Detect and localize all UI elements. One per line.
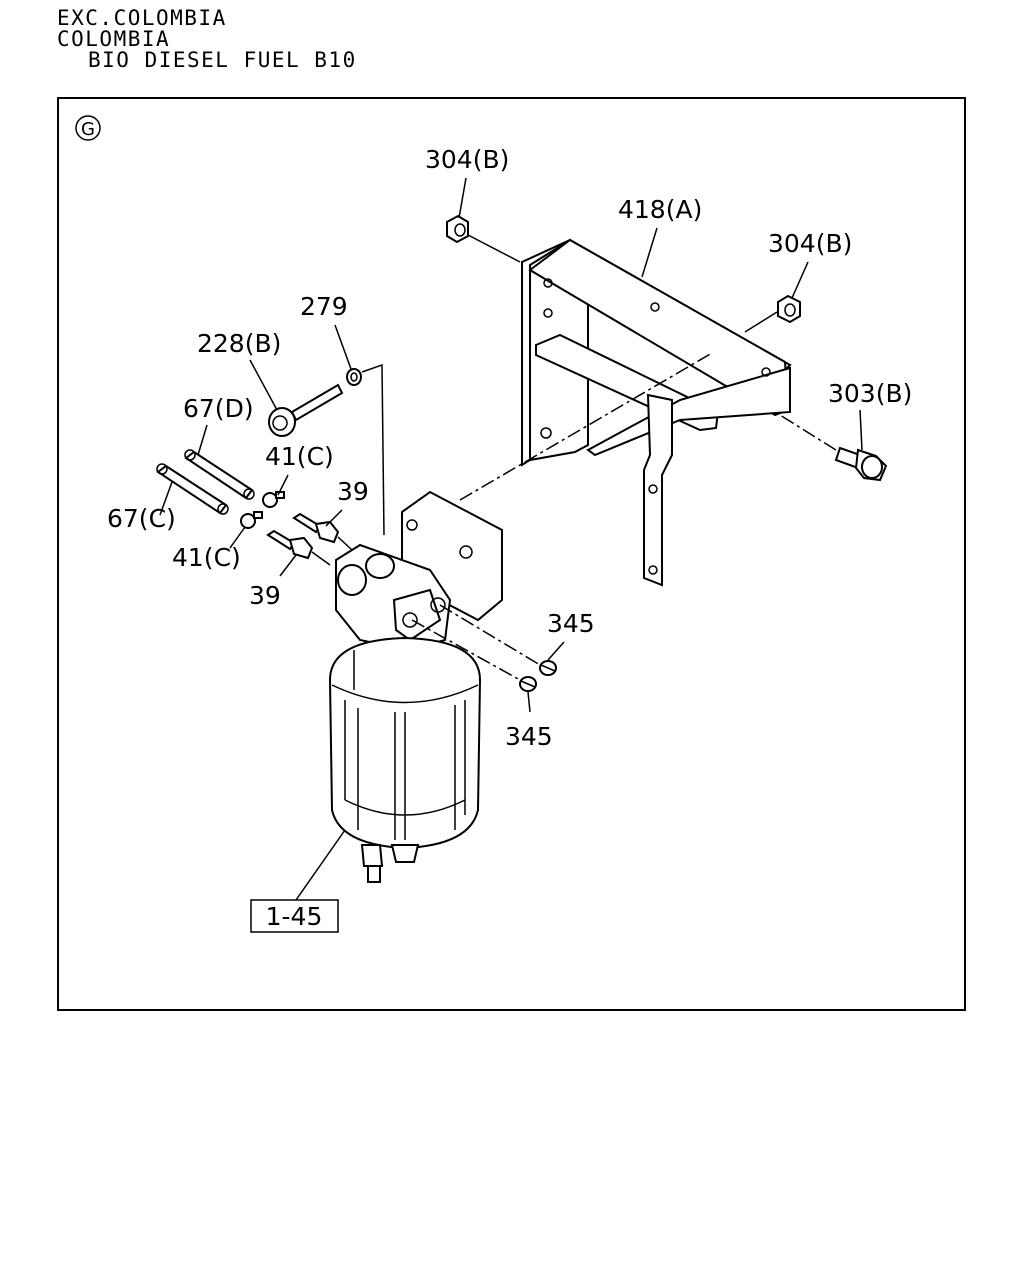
label-279: 279 (300, 292, 348, 321)
washer-279 (346, 368, 362, 386)
hose-67c (156, 463, 229, 515)
bracket-418a (521, 238, 792, 587)
header-line-1: EXC.COLOMBIA (57, 6, 227, 30)
bolt-303b (834, 446, 888, 482)
label-418a: 418(A) (618, 195, 702, 224)
label-67d: 67(D) (183, 394, 254, 423)
connector-39-bottom (266, 529, 331, 566)
label-1-45-box: 1-45 (250, 899, 339, 933)
screw-345-bottom (519, 676, 537, 692)
hose-67d (184, 449, 255, 500)
label-1-45: 1-45 (266, 902, 323, 931)
label-41c-top: 41(C) (265, 442, 334, 471)
fuel-filter-assembly (328, 490, 503, 883)
clip-41c-top (262, 491, 285, 508)
label-39-top: 39 (337, 477, 369, 506)
view-marker: G (75, 115, 101, 141)
screw-345-top (539, 660, 557, 676)
nut-304b-right (777, 294, 801, 324)
label-67c: 67(C) (107, 504, 176, 533)
label-304b-top: 304(B) (425, 145, 509, 174)
nut-304b-top (446, 214, 469, 244)
label-303b: 303(B) (828, 379, 912, 408)
header-line-3: BIO DIESEL FUEL B10 (88, 48, 357, 72)
connector-39-top (292, 512, 353, 551)
view-marker-letter: G (81, 119, 95, 140)
header-line-2: COLOMBIA (57, 27, 171, 51)
label-345-bottom: 345 (505, 722, 553, 751)
label-304b-right: 304(B) (768, 229, 852, 258)
label-39-bottom: 39 (249, 581, 281, 610)
clip-41c-bottom (240, 511, 263, 529)
diagram-frame (57, 97, 966, 1011)
bolt-228b (268, 383, 344, 437)
label-345-top: 345 (547, 609, 595, 638)
label-41c-bottom: 41(C) (172, 543, 241, 572)
label-228b: 228(B) (197, 329, 281, 358)
